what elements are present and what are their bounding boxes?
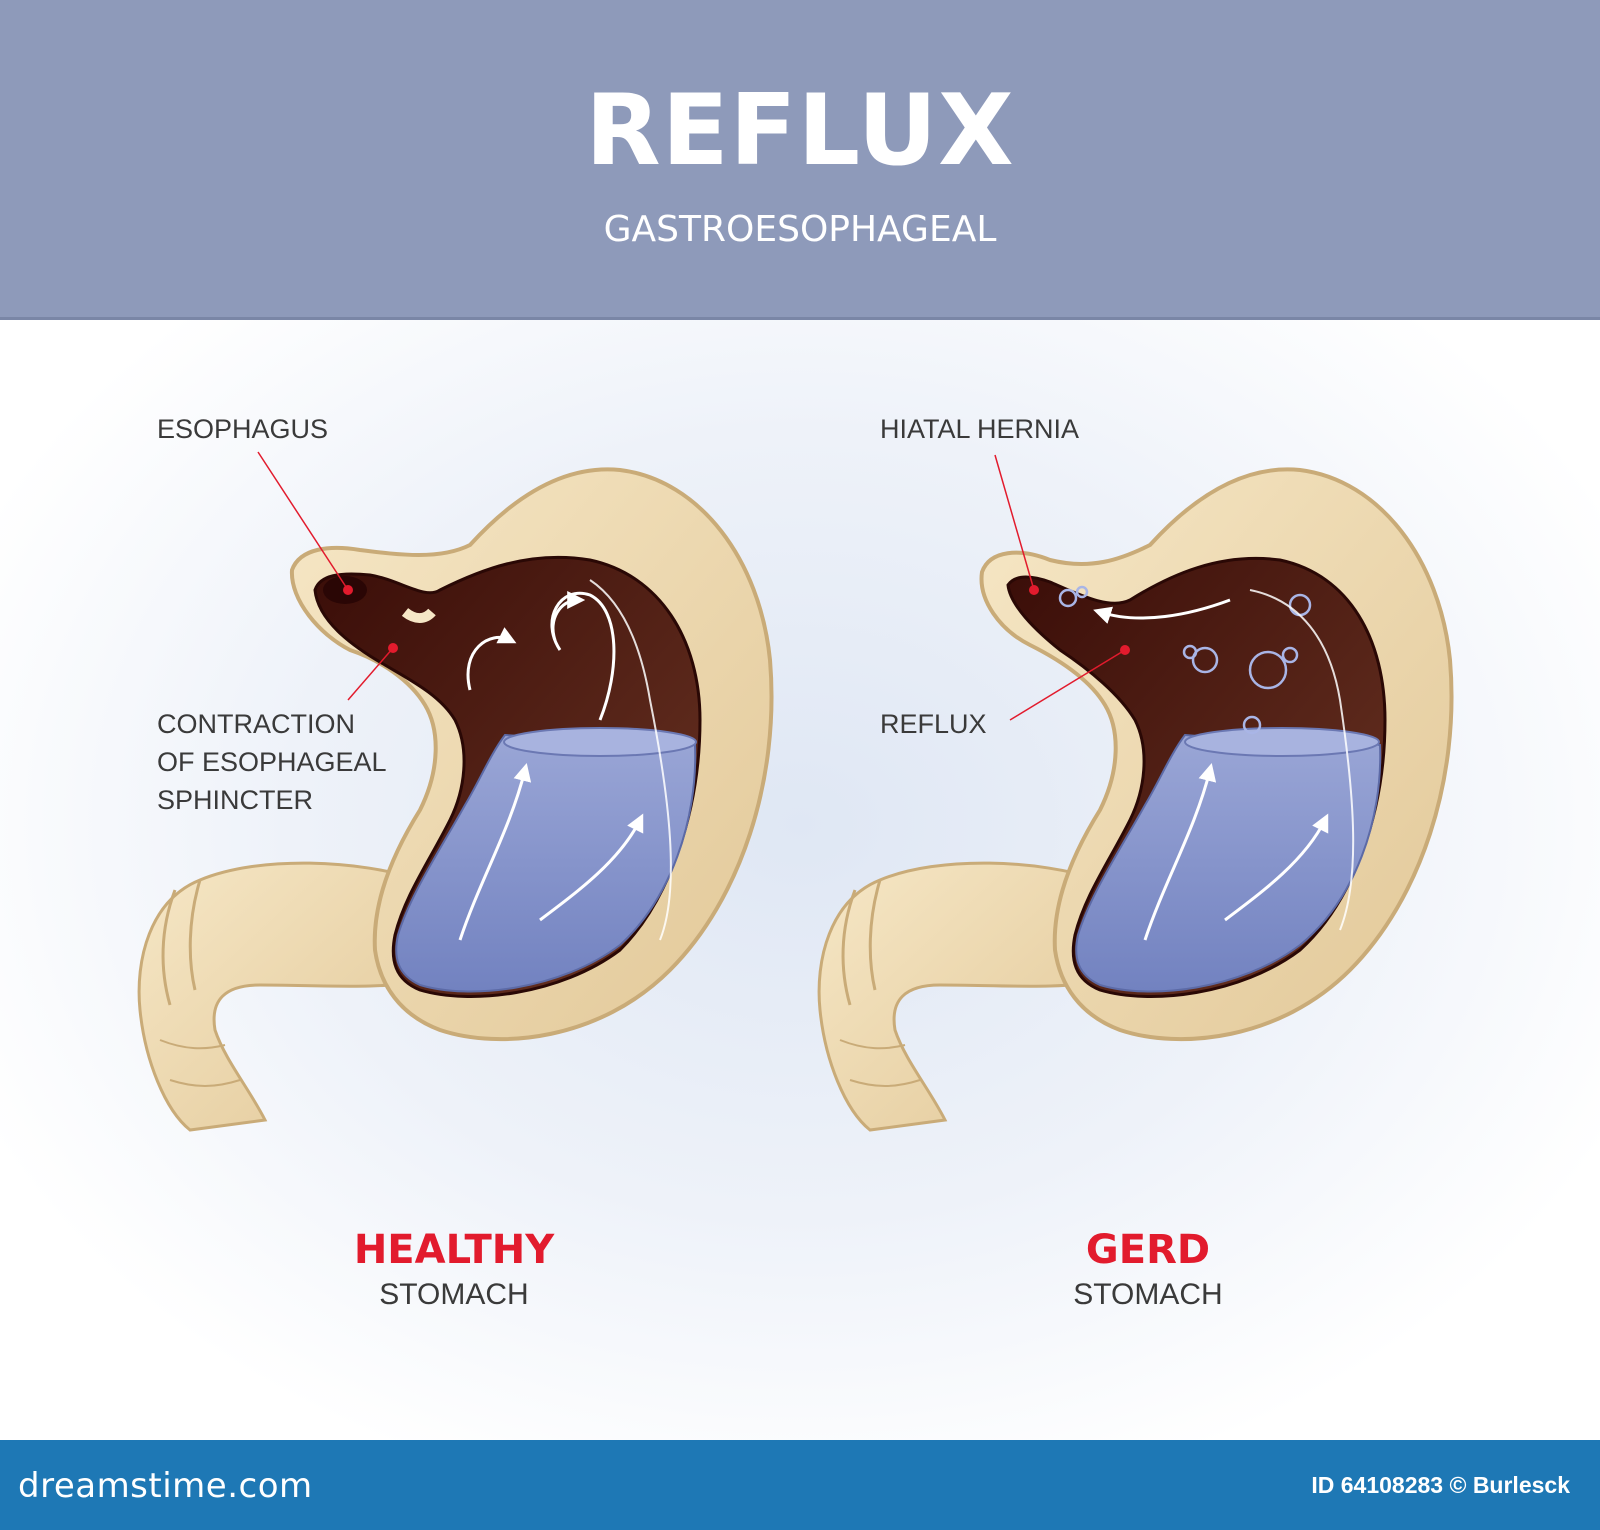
esophagus-pointer-dot xyxy=(343,585,353,595)
label-contraction-line3: SPHINCTER xyxy=(157,785,314,815)
healthy-duodenum xyxy=(137,861,432,1132)
reflux-pointer-line xyxy=(1009,649,1126,721)
caption-gerd: GERD xyxy=(1085,1227,1211,1273)
healthy-stomach-illustration xyxy=(137,451,774,1132)
footer-bar: dreamstime.com ID 64108283 © Burlesck xyxy=(0,1440,1600,1530)
page-title: REFLUX xyxy=(585,74,1015,188)
label-hiatal-hernia: HIATAL HERNIA xyxy=(880,414,1080,444)
gerd-duodenum xyxy=(817,861,1112,1132)
reflux-pointer-dot xyxy=(1120,645,1130,655)
caption-gerd-sub: STOMACH xyxy=(1073,1278,1223,1311)
page-subtitle: GASTROESOPHAGEAL xyxy=(603,209,997,250)
label-contraction-line1: CONTRACTION xyxy=(157,709,355,739)
footer-brand: dreamstime.com xyxy=(18,1466,313,1506)
caption-healthy-sub: STOMACH xyxy=(379,1278,529,1311)
sphincter-pointer-line xyxy=(347,647,394,701)
label-reflux: REFLUX xyxy=(880,709,987,739)
label-esophagus: ESOPHAGUS xyxy=(157,414,329,444)
footer-image-id: ID 64108283 © Burlesck xyxy=(1311,1472,1570,1498)
sphincter-pointer-dot xyxy=(388,643,398,653)
caption-healthy: HEALTHY xyxy=(353,1227,555,1273)
hiatal-hernia-pointer-line xyxy=(994,454,1035,591)
label-contraction-line2: OF ESOPHAGEAL xyxy=(157,747,387,777)
hiatal-hernia-pointer-dot xyxy=(1029,585,1039,595)
esophagus-pointer-line xyxy=(257,451,349,591)
header-banner: REFLUX GASTROESOPHAGEAL xyxy=(0,0,1600,320)
gerd-stomach-illustration xyxy=(817,454,1454,1132)
